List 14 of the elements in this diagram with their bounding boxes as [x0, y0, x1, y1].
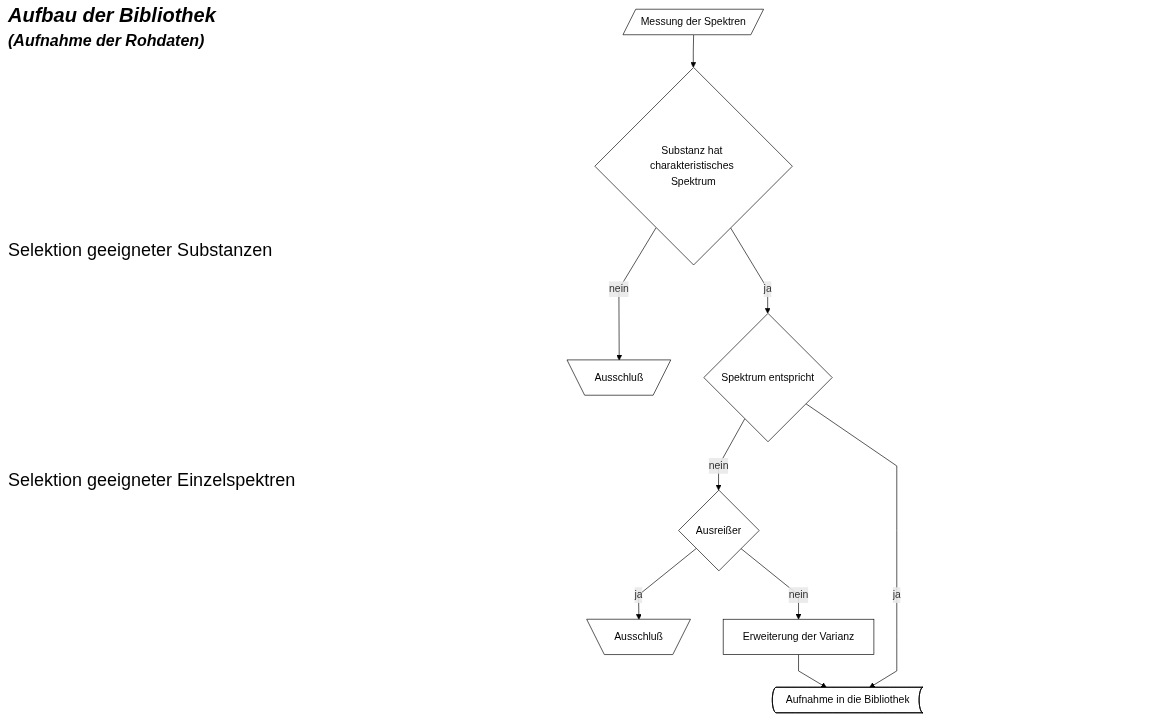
node-diamond: Spektrum entspricht — [703, 313, 833, 443]
edge-label: nein — [788, 589, 809, 601]
diagram-title: Aufbau der Bibliothek — [8, 4, 216, 27]
edge-label: ja — [892, 589, 901, 601]
edge-label: nein — [708, 460, 729, 472]
stage-label: Selektion geeigneter Einzelspektren — [8, 470, 296, 491]
node-diamond: Ausreißer — [678, 489, 760, 572]
node-box: Erweiterung der Varianz — [722, 618, 875, 655]
stage-label: Selektion geeigneter Substanzen — [8, 240, 273, 261]
edge-label: ja — [763, 283, 772, 295]
edge-label: ja — [634, 589, 643, 601]
edge-label: nein — [608, 283, 629, 295]
node-diamond: Substanz hat charakteristisches Spektrum — [594, 67, 793, 266]
subtitle: (Aufnahme der Rohdaten) — [8, 32, 205, 50]
